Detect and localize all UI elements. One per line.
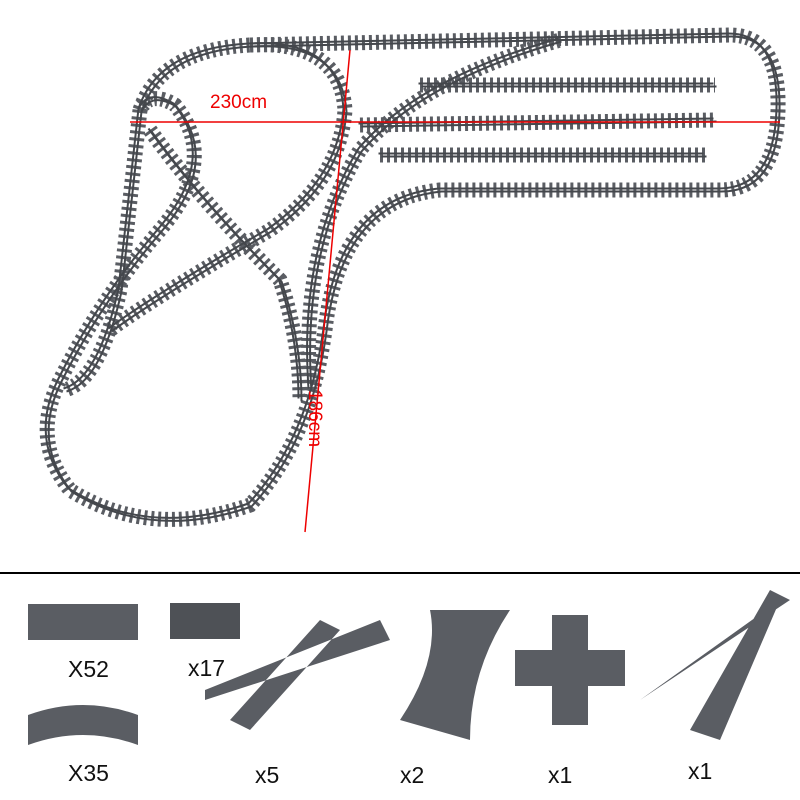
height-dimension-line [304,49,351,533]
piece-switch [205,620,390,730]
rail [309,40,562,392]
piece-curved [28,705,138,745]
track-segment [132,37,251,113]
count-flex-switch: x2 [400,762,425,788]
rail [306,37,559,389]
rail [137,42,249,109]
piece-flexible [170,603,240,639]
piece-flex-switch [400,610,510,740]
count-switch: x5 [255,762,280,788]
rail [110,45,348,333]
rail [66,111,143,393]
rail [44,32,778,519]
count-flexible: x17 [188,655,226,681]
count-straight: X52 [68,656,109,682]
rail [150,130,303,402]
height-label: 186cm [304,390,325,448]
track-segment [39,27,786,527]
track-segment [62,109,148,398]
count-crossing: x1 [548,762,573,788]
rail [63,108,140,390]
track-segment [143,125,308,401]
rail [47,35,781,522]
count-curved: X35 [68,760,109,786]
piece-straight [28,604,138,640]
count-three-way: x1 [688,758,713,784]
rail [140,45,252,112]
width-label: 230cm [210,92,268,113]
piece-crossing [515,615,625,725]
piece-three-way [640,590,790,740]
